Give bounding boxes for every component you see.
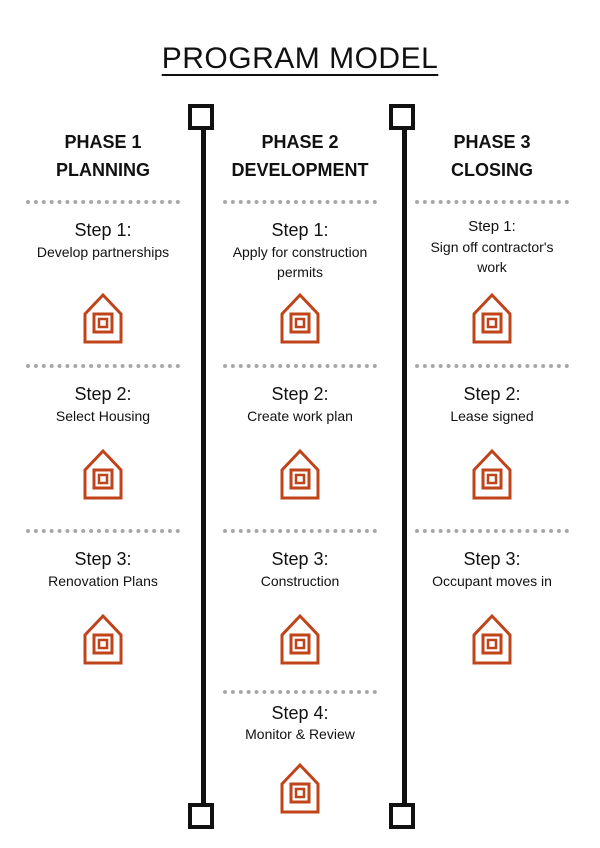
- step-description: Occupant moves in: [432, 573, 552, 589]
- step-title: Step 4:: [271, 703, 329, 723]
- phase-number: PHASE 1: [64, 132, 142, 152]
- dotted-divider: [223, 529, 377, 533]
- phase-name: CLOSING: [450, 160, 533, 180]
- step-description: Develop partnerships: [36, 244, 170, 260]
- step-title: Step 2:: [74, 384, 132, 404]
- phase-number: PHASE 2: [261, 132, 339, 152]
- phase-header: PHASE 1 PLANNING: [8, 128, 198, 184]
- divider-line-right: [402, 130, 407, 805]
- dotted-divider: [223, 364, 377, 368]
- dotted-divider: [223, 690, 377, 694]
- step-description: Renovation Plans: [48, 573, 158, 589]
- house-icon: [83, 613, 123, 665]
- step-description: Create work plan: [247, 408, 353, 424]
- phase-name: DEVELOPMENT: [231, 160, 369, 180]
- step-title: Step 3:: [271, 549, 329, 569]
- house-icon: [83, 448, 123, 500]
- house-icon: [280, 762, 320, 814]
- step-description: Construction: [260, 573, 340, 589]
- house-icon: [280, 292, 320, 344]
- divider-line-left: [201, 130, 206, 805]
- house-icon: [472, 292, 512, 344]
- step-title: Step 3:: [74, 549, 132, 569]
- step-description: Apply for construction permits: [232, 244, 368, 280]
- step-description: Lease signed: [450, 408, 534, 424]
- divider-top-box-left: [188, 104, 214, 130]
- phase-header: PHASE 3 CLOSING: [397, 128, 587, 184]
- house-icon: [280, 613, 320, 665]
- divider-top-box-right: [389, 104, 415, 130]
- dotted-divider: [223, 200, 377, 204]
- dotted-divider: [26, 200, 180, 204]
- divider-bottom-box-left: [188, 803, 214, 829]
- phase-header: PHASE 2 DEVELOPMENT: [205, 128, 395, 184]
- house-icon: [280, 448, 320, 500]
- dotted-divider: [415, 529, 569, 533]
- step-title: Step 2:: [271, 384, 329, 404]
- step-title: Step 2:: [463, 384, 521, 404]
- step-description: Sign off contractor's work: [430, 239, 554, 275]
- step-title: Step 1:: [271, 220, 329, 240]
- phase-name: PLANNING: [56, 160, 150, 180]
- dotted-divider: [26, 364, 180, 368]
- step-description: Monitor & Review: [245, 726, 355, 742]
- step-title: Step 1:: [468, 218, 516, 235]
- phase-number: PHASE 3: [453, 132, 531, 152]
- house-icon: [83, 292, 123, 344]
- divider-bottom-box-right: [389, 803, 415, 829]
- dotted-divider: [415, 200, 569, 204]
- house-icon: [472, 448, 512, 500]
- step-title: Step 3:: [463, 549, 521, 569]
- page-title: PROGRAM MODEL: [161, 42, 439, 75]
- dotted-divider: [415, 364, 569, 368]
- step-title: Step 1:: [74, 220, 132, 240]
- house-icon: [472, 613, 512, 665]
- dotted-divider: [26, 529, 180, 533]
- step-description: Select Housing: [55, 408, 151, 424]
